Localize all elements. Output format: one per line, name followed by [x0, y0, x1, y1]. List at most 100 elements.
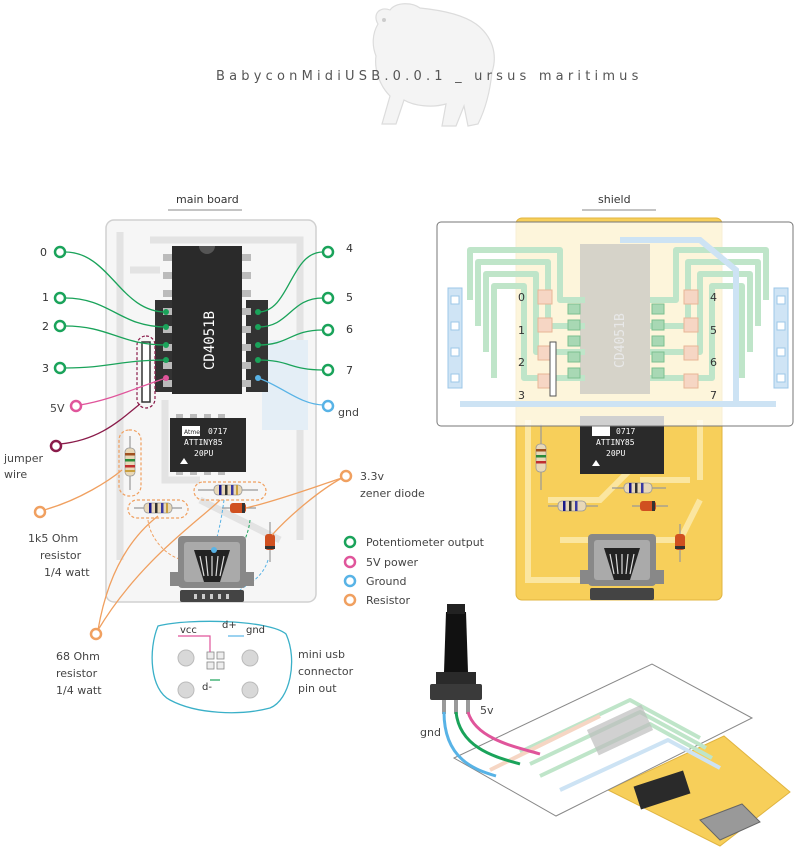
pin-label-7: 7	[346, 364, 353, 377]
shield-pin-label-4: 4	[710, 291, 717, 304]
shield-chip-label: CD4051B	[613, 313, 628, 368]
5v-marker	[69, 399, 83, 413]
legend-gnd-marker	[343, 574, 357, 588]
resistor-horizontal-1	[127, 499, 189, 519]
jumper-leader	[59, 403, 141, 445]
r68-marker	[89, 627, 103, 641]
gnd-leader	[257, 377, 325, 406]
cd4051b-chip: CD4051B	[163, 246, 251, 394]
shield-pin-label-7: 7	[710, 389, 717, 402]
shield-chip-shadow	[580, 244, 650, 394]
usb-dplus-dot	[211, 547, 217, 553]
r68-leader-2	[97, 499, 221, 631]
shield-usb-connector	[580, 534, 664, 600]
shield-resistor-h1	[548, 500, 598, 512]
right-pin-markers	[321, 245, 335, 377]
shield-mcu-line3: 20PU	[606, 449, 625, 458]
usb-pin-gnd: gnd	[246, 625, 265, 636]
shield-jumper	[549, 341, 557, 397]
label-zener-2: zener diode	[360, 487, 425, 500]
mini-usb-connector	[170, 536, 254, 602]
pot-label-5v: 5v	[480, 704, 494, 717]
pin-label-0: 0	[40, 246, 47, 259]
cd4051b-label: CD4051B	[202, 311, 218, 370]
atmel-logo-text: Atmel	[184, 429, 202, 436]
shield-left-edge-header	[447, 287, 463, 389]
attiny85-triangle	[180, 458, 188, 464]
zener-leader-1	[245, 477, 343, 509]
shield-pin-label-0: 0	[518, 291, 525, 304]
right-pin-labels: 4 5 6 7	[346, 242, 353, 377]
right-pin-leaders	[257, 251, 324, 371]
attiny85-chip: Atmel 0717 ATTINY85 20PU	[170, 414, 246, 475]
cd4051b-notch	[199, 246, 215, 254]
shield-heading: shield	[598, 193, 631, 206]
shield-zener-1	[632, 501, 668, 511]
shield-mcu-line2: ATTINY85	[596, 438, 635, 447]
page-title: BabyconMidiUSB.0.0.1 _ ursus maritimus	[216, 69, 643, 84]
label-r68-1: 68 Ohm	[56, 650, 100, 663]
pot-body	[430, 684, 482, 700]
legend-gnd-label: Ground	[366, 575, 406, 588]
pin-label-4: 4	[346, 242, 353, 255]
shield-resistor-vertical	[535, 424, 547, 490]
pin-label-5: 5	[346, 291, 353, 304]
usb-pinout-outline	[151, 620, 293, 714]
label-usb-2: connector	[298, 665, 354, 678]
label-5v: 5V	[50, 402, 65, 415]
attiny85-line2: ATTINY85	[184, 438, 223, 447]
shield-resistor-h2	[612, 482, 666, 494]
resistor-horizontal-2	[193, 481, 267, 501]
legend-5v-label: 5V power	[366, 556, 418, 569]
label-zener-1: 3.3v	[360, 470, 384, 483]
pot-wires	[442, 711, 541, 778]
attiny85-pins	[176, 414, 225, 475]
assembly-usb	[699, 803, 761, 841]
shield-pin-label-2: 2	[518, 356, 525, 369]
legend-res-marker	[343, 593, 357, 607]
zener-leader-2	[271, 477, 343, 536]
label-usb-3: pin out	[298, 682, 337, 695]
label-r1k5-1: 1k5 Ohm	[28, 532, 78, 545]
shield-blue-traces	[460, 237, 776, 407]
legend: Potentiometer output 5V power Ground Res…	[343, 535, 485, 607]
left-pin-labels: 0 1 2 3	[40, 246, 49, 375]
pot-shaft-top	[447, 604, 465, 614]
pin-label-1: 1	[42, 291, 49, 304]
zener-diode-1	[222, 503, 256, 513]
jumper-wire	[141, 341, 151, 403]
shield-right-pin-labels: 4 5 6 7	[710, 291, 717, 402]
5v-leader	[79, 377, 167, 406]
shield-green-traces	[467, 247, 769, 381]
shield-pin-label-1: 1	[518, 324, 525, 337]
assembly-3d: gnd 5v	[420, 604, 791, 847]
jumper-highlight	[136, 335, 156, 409]
r68-leader	[97, 515, 159, 631]
usb-pinout: vcc d+ gnd d-	[151, 620, 293, 714]
pot-label-gnd: gnd	[420, 726, 441, 739]
r1k5-marker	[33, 505, 47, 519]
label-r68-2: resistor	[56, 667, 98, 680]
shield-pin-label-5: 5	[710, 324, 717, 337]
label-gnd: gnd	[338, 406, 359, 419]
shield-mcu-line1: 0717	[616, 427, 635, 436]
atmel-logo	[182, 426, 200, 436]
attiny85-line1: 0717	[208, 427, 227, 436]
legend-res-label: Resistor	[366, 594, 410, 607]
shield-left-pin-labels: 0 1 2 3	[518, 291, 525, 402]
label-jumper-1: jumper	[3, 452, 43, 465]
attiny85-line3: 20PU	[194, 449, 213, 458]
legend-pot-marker	[343, 535, 357, 549]
legend-5v-marker	[343, 555, 357, 569]
label-r1k5-2: resistor	[40, 549, 82, 562]
cd4051b-right-pins	[241, 254, 251, 387]
shield-board: 0717 ATTINY85 20PU	[436, 217, 794, 601]
left-pin-leaders	[64, 251, 167, 369]
zener-marker	[339, 469, 353, 483]
r1k5-leader	[43, 469, 123, 511]
assembly-mcu	[633, 770, 691, 810]
pin-label-6: 6	[346, 323, 353, 336]
pot-bushing	[436, 672, 476, 686]
main-board-heading: main board	[176, 193, 239, 206]
